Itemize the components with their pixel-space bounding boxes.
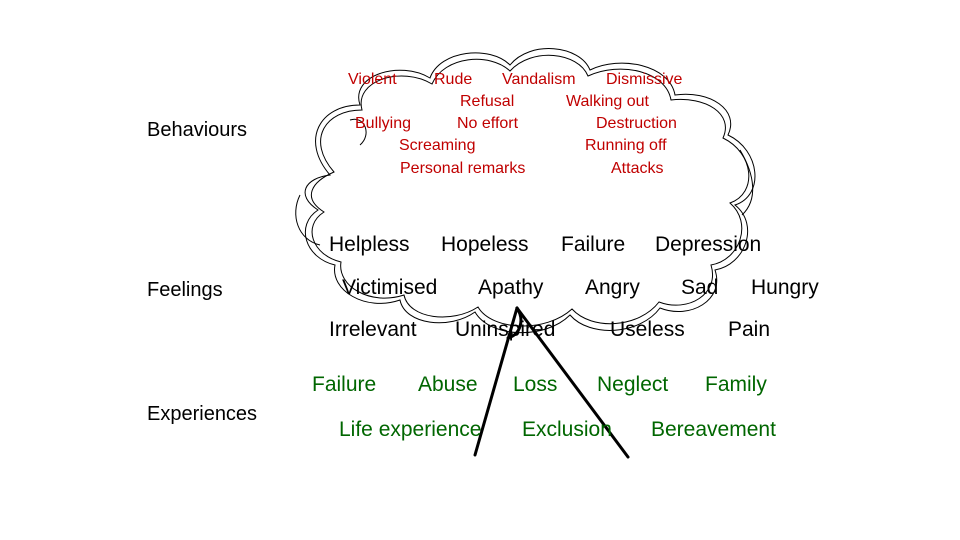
- feeling-item: Useless: [610, 319, 685, 340]
- feeling-item: Apathy: [478, 277, 543, 298]
- feeling-item: Angry: [585, 277, 640, 298]
- category-behaviours: Behaviours: [147, 120, 247, 140]
- feeling-item: Irrelevant: [329, 319, 417, 340]
- behaviour-item: Walking out: [566, 94, 649, 110]
- behaviour-item: Rude: [434, 72, 472, 88]
- behaviour-item: No effort: [457, 116, 518, 132]
- behaviour-item: Destruction: [596, 116, 677, 132]
- feeling-item: Sad: [681, 277, 718, 298]
- experience-item: Abuse: [418, 374, 478, 395]
- feeling-item: Pain: [728, 319, 770, 340]
- experience-item: Bereavement: [651, 419, 776, 440]
- feeling-item: Helpless: [329, 234, 410, 255]
- experience-item: Family: [705, 374, 767, 395]
- feeling-item: Victimised: [342, 277, 437, 298]
- behaviour-item: Bullying: [355, 116, 411, 132]
- behaviour-item: Screaming: [399, 138, 475, 154]
- category-feelings: Feelings: [147, 280, 223, 300]
- feeling-item: Uninspired: [455, 319, 555, 340]
- category-experiences: Experiences: [147, 404, 257, 424]
- experience-item: Life experience: [339, 419, 481, 440]
- behaviour-item: Personal remarks: [400, 161, 525, 177]
- experience-item: Loss: [513, 374, 557, 395]
- behaviour-item: Running off: [585, 138, 667, 154]
- feeling-item: Hungry: [751, 277, 819, 298]
- behaviour-item: Violent: [348, 72, 397, 88]
- feeling-item: Hopeless: [441, 234, 529, 255]
- behaviour-item: Vandalism: [502, 72, 576, 88]
- experience-item: Neglect: [597, 374, 668, 395]
- experience-item: Failure: [312, 374, 376, 395]
- behaviour-item: Refusal: [460, 94, 514, 110]
- behaviour-item: Dismissive: [606, 72, 682, 88]
- experience-item: Exclusion: [522, 419, 612, 440]
- behaviour-item: Attacks: [611, 161, 663, 177]
- feeling-item: Failure: [561, 234, 625, 255]
- feeling-item: Depression: [655, 234, 761, 255]
